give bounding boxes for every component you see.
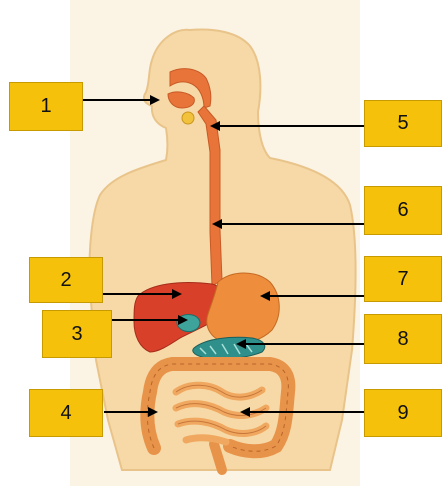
- salivary-gland: [182, 112, 194, 124]
- label-box-6: 6: [364, 186, 442, 235]
- label-box-1: 1: [9, 82, 83, 131]
- label-box-5: 5: [364, 100, 442, 147]
- label-box-7: 7: [364, 256, 442, 302]
- label-box-2: 2: [29, 257, 103, 303]
- stomach: [207, 273, 279, 344]
- label-box-8: 8: [364, 314, 442, 364]
- label-box-4: 4: [29, 389, 103, 437]
- label-box-9: 9: [364, 389, 442, 437]
- label-box-3: 3: [42, 310, 112, 358]
- gallbladder: [177, 315, 200, 332]
